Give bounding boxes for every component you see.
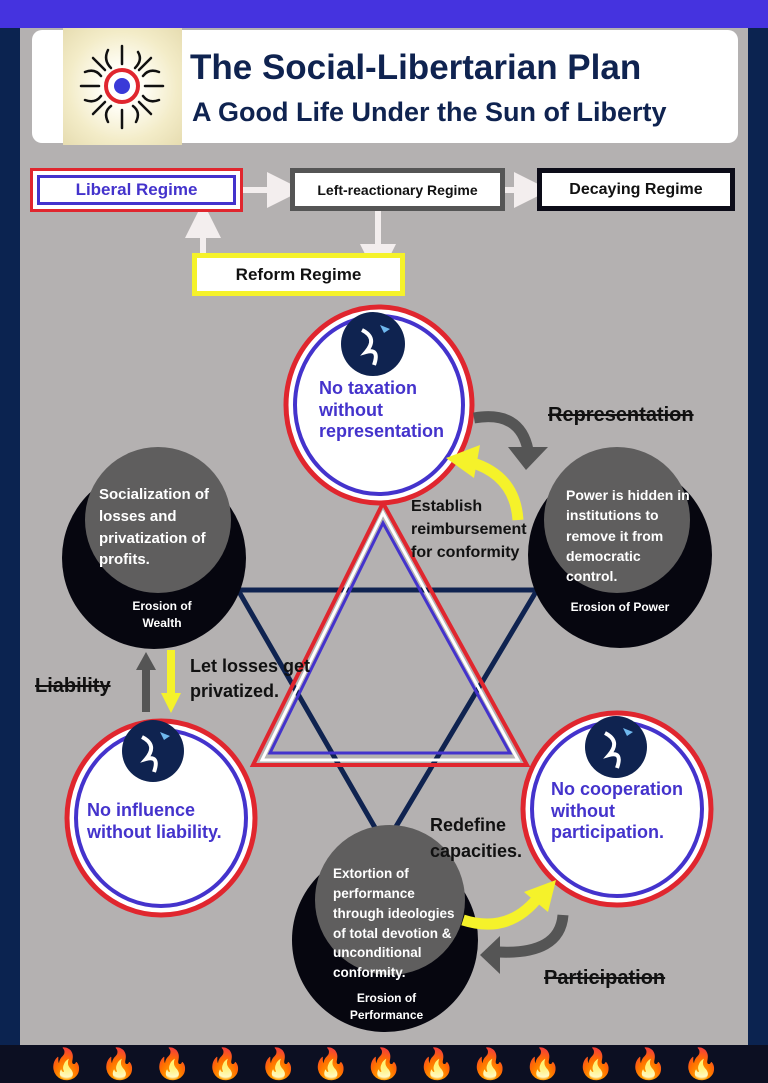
let-losses-label: Let losses get privatized. — [190, 656, 311, 702]
principle-left-text: No influence without liability. — [87, 800, 222, 842]
flame-icon: 🔥 — [365, 1048, 403, 1081]
flame-icon: 🔥 — [153, 1048, 191, 1081]
yellow-arrow-reimbursement — [468, 456, 524, 521]
top-bar — [0, 0, 768, 28]
erosion-performance-label: Erosion of Performance — [349, 991, 424, 1023]
flame-icon: 🔥 — [418, 1048, 456, 1081]
flame-icon: 🔥 — [629, 1048, 668, 1081]
flame-icon: 🔥 — [206, 1048, 244, 1081]
gray-arrow-participation — [497, 914, 569, 958]
erosion-wealth-circle — [62, 447, 246, 649]
flame-icon: 🔥 — [47, 1048, 86, 1081]
redefine-label: Redefine capacities. — [430, 815, 523, 862]
erosion-performance-text: Extortion of performance through ideolog… — [333, 866, 455, 981]
representation-label: Representation — [548, 404, 694, 426]
gray-arrow-representation — [473, 411, 534, 452]
erosion-performance-circle — [292, 825, 478, 1032]
phoenix-icon — [585, 716, 647, 778]
liberal-regime-box: Liberal Regime — [30, 168, 243, 212]
page-subtitle: A Good Life Under the Sun of Liberty — [192, 97, 667, 127]
liberal-regime-label: Liberal Regime — [37, 175, 236, 205]
left-reactionary-regime-box: Left-reactionary Regime — [290, 168, 505, 211]
liability-label: Liability — [35, 675, 111, 697]
erosion-wealth-text: Socialization of losses and privatizatio… — [99, 486, 210, 569]
flame-icon: 🔥 — [259, 1048, 297, 1081]
phoenix-icon — [341, 312, 405, 376]
erosion-wealth-label: Erosion of Wealth — [132, 599, 192, 631]
establish-label: Establish reimbursement for conformity — [411, 498, 527, 562]
flame-icon: 🔥 — [524, 1048, 562, 1081]
tricolor-triangle — [249, 498, 531, 767]
phoenix-icon — [122, 720, 184, 782]
flame-icon: 🔥 — [577, 1048, 615, 1081]
principle-right-text: No cooperation without participation. — [551, 779, 684, 843]
reform-regime-box: Reform Regime — [192, 253, 405, 296]
sun-of-liberty-icon — [63, 28, 182, 145]
decaying-regime-box: Decaying Regime — [537, 168, 735, 211]
flame-footer: 🔥 🔥 🔥 🔥 🔥 🔥 🔥 🔥 🔥 🔥 🔥 🔥 🔥 — [0, 1045, 768, 1083]
flame-icon: 🔥 — [100, 1048, 139, 1081]
participation-label: Participation — [544, 967, 666, 989]
navy-triangle — [233, 587, 542, 850]
erosion-power-label: Erosion of Power — [570, 600, 670, 614]
principle-top-text: No taxation without representation — [319, 378, 445, 442]
erosion-power-circle — [528, 447, 712, 648]
erosion-power-text: Power is hidden in institutions to remov… — [566, 487, 690, 585]
yellow-arrow-participation — [461, 891, 545, 930]
page-title: The Social-Libertarian Plan — [190, 48, 642, 87]
flame-icon: 🔥 — [312, 1048, 350, 1081]
flame-icon: 🔥 — [682, 1048, 721, 1081]
flame-icon: 🔥 — [471, 1048, 509, 1081]
